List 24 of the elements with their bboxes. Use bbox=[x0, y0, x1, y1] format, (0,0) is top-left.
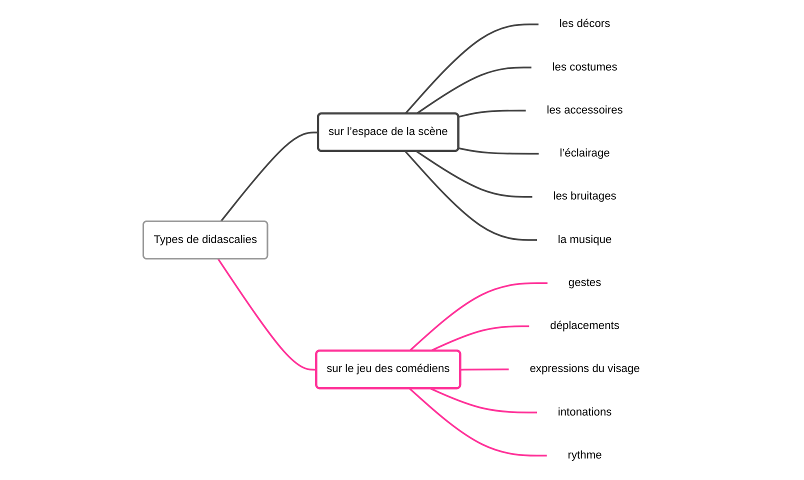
connector bbox=[404, 23, 539, 114]
node-text: déplacements bbox=[550, 320, 620, 332]
node-text: les bruitages bbox=[553, 190, 616, 202]
node-text: rythme bbox=[568, 449, 602, 462]
connector bbox=[416, 150, 532, 198]
node-text: les costumes bbox=[552, 61, 618, 74]
node-text: les décors bbox=[559, 18, 610, 30]
connector bbox=[218, 258, 317, 371]
connector bbox=[404, 150, 537, 241]
connector bbox=[458, 110, 526, 118]
connector bbox=[458, 147, 539, 155]
node-text: la musique bbox=[558, 234, 612, 246]
node-text: expressions du visage bbox=[530, 363, 640, 375]
connector bbox=[460, 368, 509, 371]
node-text: intonations bbox=[558, 406, 612, 418]
connector bbox=[220, 132, 318, 222]
node-text: les accessoires bbox=[546, 104, 623, 116]
connector bbox=[408, 388, 547, 457]
node-text: l’éclairage bbox=[560, 147, 610, 160]
node-text: gestes bbox=[568, 276, 602, 289]
connector bbox=[430, 325, 530, 352]
connector bbox=[408, 282, 548, 352]
connector bbox=[430, 388, 537, 414]
connector bbox=[416, 66, 532, 114]
